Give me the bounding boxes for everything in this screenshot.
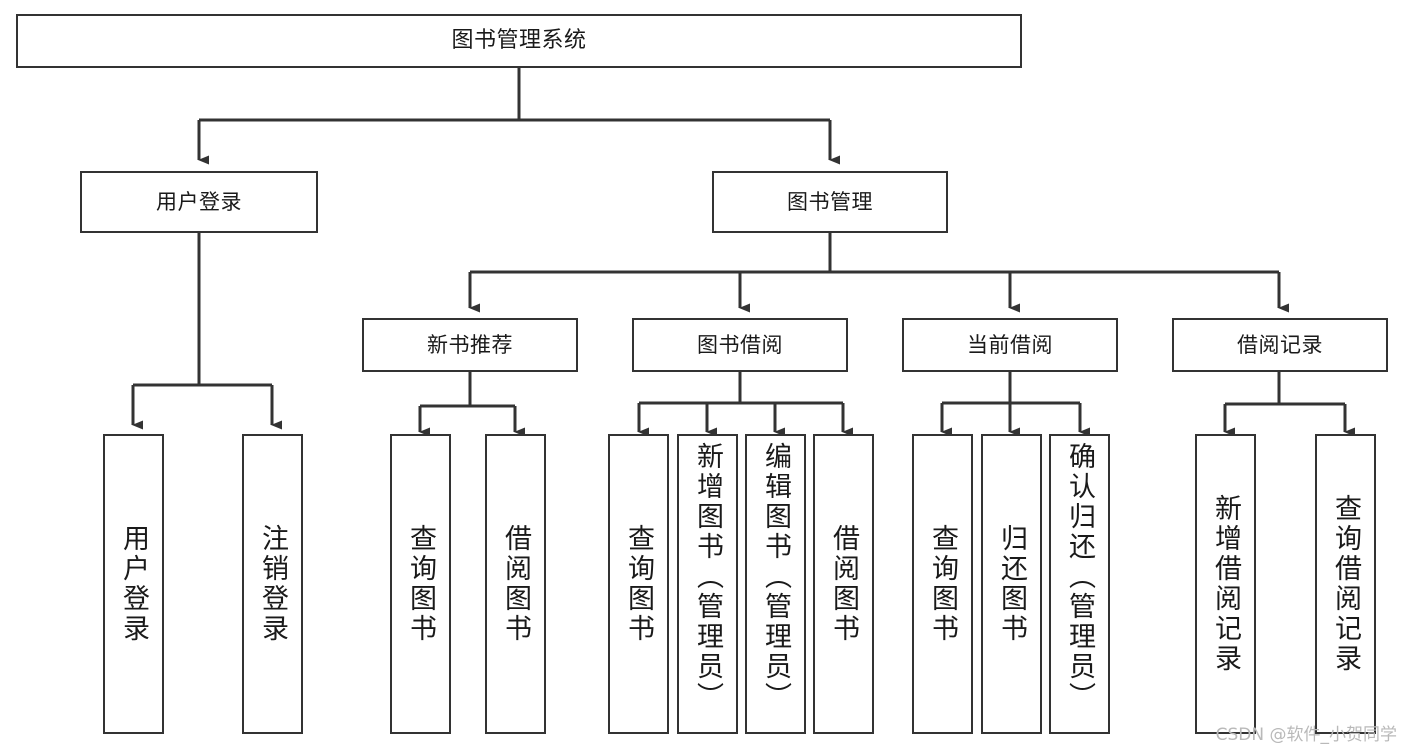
node-label: 注销登录 [257, 524, 288, 644]
node-current-borrow[interactable]: 当前借阅 [902, 318, 1118, 372]
node-label: 图书借阅 [697, 332, 783, 357]
leaf-book-borrow-add-book-admin[interactable]: 新增图书（管理员） [677, 434, 738, 734]
node-label: 查询借阅记录 [1330, 494, 1361, 674]
node-root-book-management-system[interactable]: 图书管理系统 [16, 14, 1022, 68]
leaf-new-book-query-book[interactable]: 查询图书 [390, 434, 451, 734]
node-label: 查询图书 [405, 524, 436, 644]
node-label: 用户登录 [118, 524, 149, 644]
leaf-current-borrow-confirm-return-admin[interactable]: 确认归还（管理员） [1049, 434, 1110, 734]
leaf-new-book-borrow-book[interactable]: 借阅图书 [485, 434, 546, 734]
node-label: 借阅记录 [1237, 332, 1323, 357]
leaf-borrow-record-query-record[interactable]: 查询借阅记录 [1315, 434, 1376, 734]
node-label: 借阅图书 [500, 524, 531, 644]
leaf-borrow-record-add-record[interactable]: 新增借阅记录 [1195, 434, 1256, 734]
csdn-watermark: CSDN @软件_小贺同学 [1215, 725, 1397, 745]
node-label: 确认归还（管理员） [1064, 442, 1095, 712]
node-borrow-record[interactable]: 借阅记录 [1172, 318, 1388, 372]
node-label: 图书管理系统 [451, 28, 587, 54]
node-label: 新增借阅记录 [1210, 494, 1241, 674]
leaf-book-borrow-query-book[interactable]: 查询图书 [608, 434, 669, 734]
node-label: 图书管理 [787, 189, 873, 214]
node-book-borrow[interactable]: 图书借阅 [632, 318, 848, 372]
node-label: 借阅图书 [828, 524, 859, 644]
leaf-user-login-login[interactable]: 用户登录 [103, 434, 164, 734]
leaf-current-borrow-return-book[interactable]: 归还图书 [981, 434, 1042, 734]
node-user-login[interactable]: 用户登录 [80, 171, 318, 233]
node-new-book-recommend[interactable]: 新书推荐 [362, 318, 578, 372]
leaf-book-borrow-borrow-book[interactable]: 借阅图书 [813, 434, 874, 734]
leaf-current-borrow-query-book[interactable]: 查询图书 [912, 434, 973, 734]
node-label: 查询图书 [623, 524, 654, 644]
leaf-user-login-logout[interactable]: 注销登录 [242, 434, 303, 734]
node-book-management[interactable]: 图书管理 [712, 171, 948, 233]
node-label: 编辑图书（管理员） [760, 442, 791, 712]
node-label: 查询图书 [927, 524, 958, 644]
node-label: 新增图书（管理员） [692, 442, 723, 712]
node-label: 当前借阅 [967, 332, 1053, 357]
node-label: 新书推荐 [427, 332, 513, 357]
node-label: 归还图书 [996, 524, 1027, 644]
leaf-book-borrow-edit-book-admin[interactable]: 编辑图书（管理员） [745, 434, 806, 734]
node-label: 用户登录 [156, 189, 242, 214]
